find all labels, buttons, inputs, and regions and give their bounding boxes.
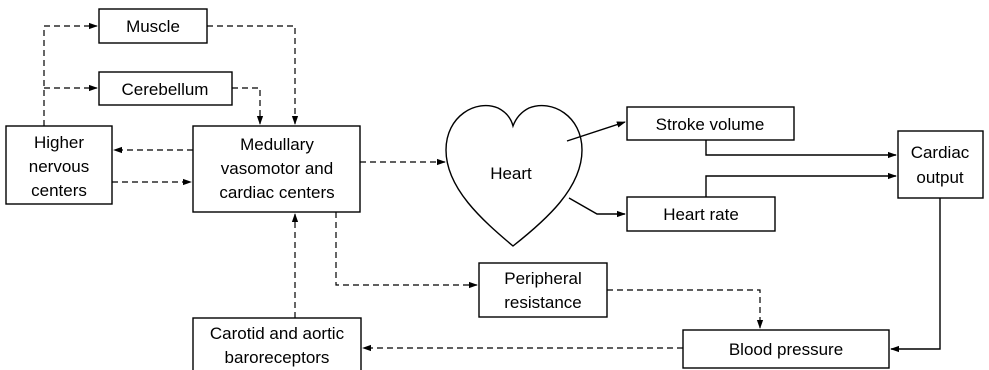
baroreceptors-label-line-1: Carotid and aortic: [210, 324, 345, 343]
node-stroke-volume: Stroke volume: [626, 106, 795, 141]
heart-label: Heart: [490, 164, 532, 183]
edge-cardiac-output-to-blood-pressure: [890, 198, 941, 353]
peripheral-resistance-label-line-1: Peripheral: [504, 269, 582, 288]
blood-pressure-label: Blood pressure: [729, 340, 843, 359]
medullary-label-line-3: cardiac centers: [219, 183, 334, 202]
node-higher-nervous-centers: Higher nervous centers: [5, 125, 113, 205]
edge-stroke-volume-to-cardiac-output: [705, 140, 897, 159]
edge-medullary-to-peripheral-resistance: [335, 212, 478, 289]
edge-heart-to-heart-rate: [568, 197, 626, 218]
node-cardiac-output: Cardiac output: [897, 130, 984, 199]
node-heart-rate: Heart rate: [626, 196, 776, 232]
stroke-volume-label: Stroke volume: [656, 115, 765, 134]
edge-heart-rate-to-cardiac-output: [705, 172, 897, 197]
medullary-label-line-1: Medullary: [240, 135, 314, 154]
cerebellum-label: Cerebellum: [122, 80, 209, 99]
higher-nervous-label-line-3: centers: [31, 181, 87, 200]
node-muscle: Muscle: [98, 8, 208, 44]
cardiac-output-label-line-1: Cardiac: [911, 143, 970, 162]
node-medullary-centers: Medullary vasomotor and cardiac centers: [192, 125, 361, 213]
medullary-label-line-2: vasomotor and: [221, 159, 333, 178]
node-blood-pressure: Blood pressure: [682, 329, 890, 369]
heart-rate-label: Heart rate: [663, 205, 739, 224]
heart-shape: [445, 104, 583, 247]
node-baroreceptors: Carotid and aortic baroreceptors: [192, 317, 362, 370]
edge-peripheral-resistance-to-blood-pressure: [607, 289, 764, 329]
edge-muscle-to-medullary: [207, 25, 299, 125]
higher-nervous-label-line-2: nervous: [29, 157, 89, 176]
baroreceptors-label-line-2: baroreceptors: [225, 348, 330, 367]
edge-higher-to-muscle: [43, 22, 98, 126]
muscle-label: Muscle: [126, 17, 180, 36]
peripheral-resistance-label-line-2: resistance: [504, 293, 581, 312]
cardiac-output-label-line-2: output: [916, 168, 964, 187]
node-heart: Heart: [445, 104, 583, 247]
node-cerebellum: Cerebellum: [98, 71, 233, 106]
higher-nervous-label-line-1: Higher: [34, 133, 84, 152]
edge-heart-to-stroke-volume: [566, 121, 626, 142]
edge-cerebellum-to-medullary: [232, 87, 264, 125]
node-peripheral-resistance: Peripheral resistance: [478, 262, 608, 318]
